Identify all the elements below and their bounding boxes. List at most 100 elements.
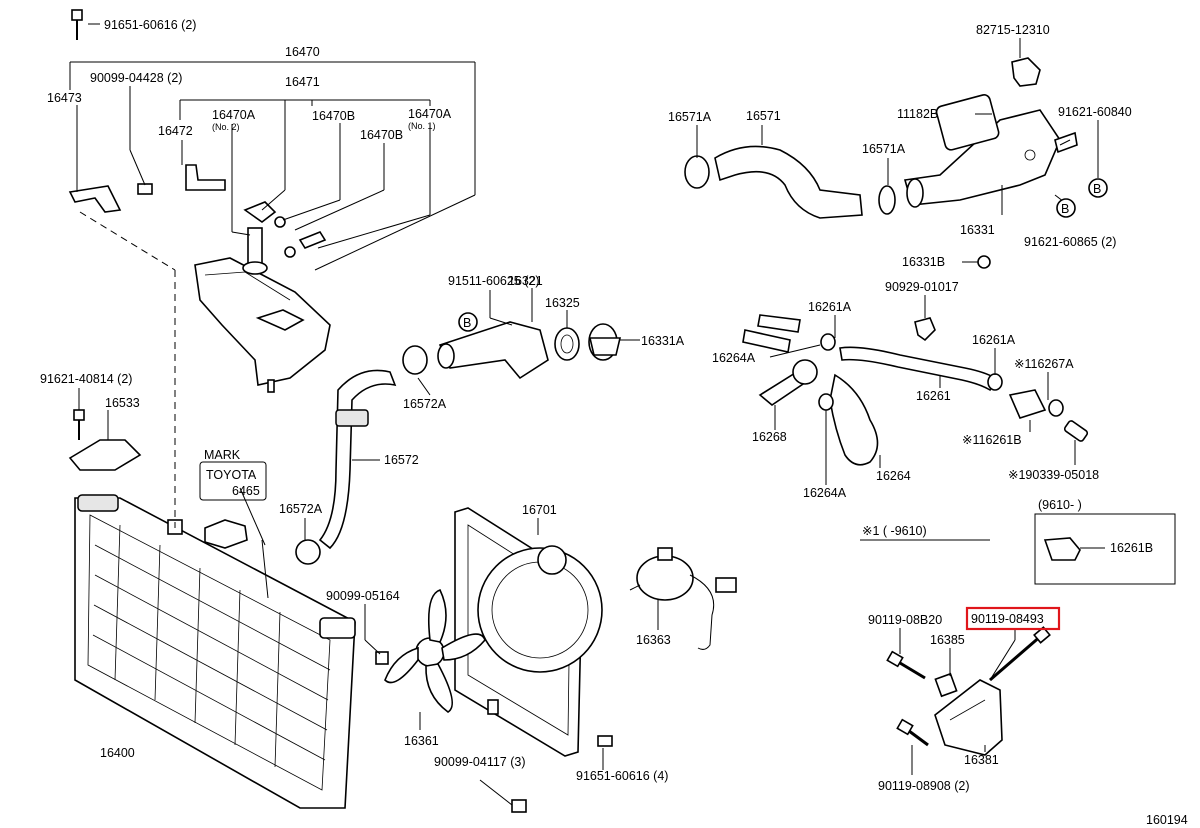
reference-b-markers: B B B — [458, 178, 1108, 332]
label-16321: 16321 — [508, 274, 543, 288]
label-16701: 16701 — [522, 503, 557, 517]
fan-shroud-16701 — [454, 507, 603, 757]
radiator-core — [92, 524, 331, 768]
label-16264: 16264 — [876, 469, 911, 483]
label-16471: 16471 — [285, 75, 320, 89]
label-16261a-right: 16261A — [972, 333, 1016, 347]
label-82715-12310: 82715-12310 — [976, 23, 1050, 37]
label-16470b-2: 16470B — [360, 128, 403, 142]
label-16264a-upper: 16264A — [712, 351, 756, 365]
bolt-90099-04117 — [511, 799, 527, 813]
label-16472: 16472 — [158, 124, 193, 138]
bolt-91651-60616-lower — [597, 735, 613, 747]
label-16572a-upper: 16572A — [403, 397, 447, 411]
label-6465: 6465 — [232, 484, 260, 498]
part-labels: 91651-60616 (2) 16470 16471 90099-04428 … — [40, 18, 1188, 827]
reservoir-tank-16470 — [194, 227, 331, 393]
label-16470a-no1: 16470A — [408, 107, 452, 121]
ref-b-1: B — [463, 316, 471, 330]
label-toyota: TOYOTA — [206, 468, 257, 482]
label-16572: 16572 — [384, 453, 419, 467]
bolt-90119-08b20 — [886, 650, 926, 680]
label-16261: 16261 — [916, 389, 951, 403]
clamp-90929-01017 — [914, 317, 936, 342]
bolt-90119-08908 — [896, 718, 929, 747]
label-91621-60865: 91621-60865 (2) — [1024, 235, 1116, 249]
label-16261b: 16261B — [1110, 541, 1153, 555]
ref-b-2: B — [1093, 182, 1101, 196]
pipe-16264a — [742, 314, 836, 411]
label-90099-05164: 90099-05164 — [326, 589, 400, 603]
hose-clamp-16572a-upper — [402, 345, 428, 375]
label-16381: 16381 — [964, 753, 999, 767]
label-190339-05018: ※190339-05018 — [1008, 468, 1099, 482]
ref-b-3: B — [1061, 202, 1069, 216]
label-16385: 16385 — [930, 633, 965, 647]
box-label-9610: (9610- ) — [1038, 498, 1082, 512]
label-16571a-left: 16571A — [668, 110, 712, 124]
leader-lines — [69, 23, 1105, 806]
nut-90099-05164 — [375, 651, 389, 665]
label-16533: 16533 — [105, 396, 140, 410]
radiator-16400 — [74, 494, 356, 809]
label-91621-60840: 91621-60840 — [1058, 105, 1132, 119]
hose-16264 — [829, 373, 879, 466]
bracket-16473 — [68, 185, 122, 213]
label-90119-08493: 90119-08493 — [971, 612, 1044, 626]
label-no2: (No. 2) — [212, 122, 240, 132]
hose-16472 — [185, 164, 226, 191]
label-16470b-1: 16470B — [312, 109, 355, 123]
label-no1: (No. 1) — [408, 121, 436, 131]
hose-16571 — [684, 145, 896, 219]
label-116267a: ※116267A — [1014, 357, 1074, 371]
label-90119-08b20: 90119-08B20 — [868, 613, 942, 627]
fan-16361 — [384, 589, 486, 713]
cap-16470a — [243, 201, 277, 223]
label-16363: 16363 — [636, 633, 671, 647]
bracket-82715-12310 — [1011, 57, 1041, 87]
label-16264a-lower: 16264A — [803, 486, 847, 500]
label-16325: 16325 — [545, 296, 580, 310]
hose-16572 — [318, 369, 397, 550]
bolt-16331b — [977, 255, 991, 269]
label-16361: 16361 — [404, 734, 439, 748]
bolt-91651-60616-top — [71, 9, 83, 40]
thermostat-16331a — [588, 323, 622, 361]
support-16533 — [68, 439, 142, 471]
gasket-16325 — [554, 327, 580, 361]
label-16268: 16268 — [752, 430, 787, 444]
union-116261b — [1008, 389, 1089, 442]
clamp-16261a-right — [987, 373, 1003, 391]
label-90099-04428: 90099-04428 (2) — [90, 71, 182, 85]
label-16331: 16331 — [960, 223, 995, 237]
label-90099-04117: 90099-04117 (3) — [434, 755, 526, 769]
hose-16261 — [839, 346, 997, 392]
label-16571a-right: 16571A — [862, 142, 906, 156]
label-16571: 16571 — [746, 109, 781, 123]
label-16473: 16473 — [47, 91, 82, 105]
label-16331b: 16331B — [902, 255, 945, 269]
label-16331a: 16331A — [641, 334, 685, 348]
label-11182b: 11182B — [897, 107, 938, 121]
note-1-range: ※1 ( -9610) — [862, 524, 927, 538]
hose-clamp-16572a-lower — [295, 539, 321, 565]
bolt-91621-40814 — [73, 409, 85, 440]
bracket-16381 — [934, 679, 1003, 756]
box-16261b — [1034, 513, 1176, 585]
label-16572a-lower: 16572A — [279, 502, 323, 516]
label-90929-01017: 90929-01017 — [885, 280, 959, 294]
label-16470: 16470 — [285, 45, 320, 59]
toyota-mark-callout: MARK TOYOTA 6465 — [199, 448, 267, 501]
bolt-90119-08493 — [989, 626, 1051, 682]
bolt-90099-04428 — [137, 183, 153, 195]
label-16470a-no2: 16470A — [212, 108, 256, 122]
fan-motor-16363 — [629, 547, 737, 650]
highlight-box-90119-08493 — [965, 606, 1061, 631]
spacer-16385 — [934, 672, 958, 698]
label-91621-40814: 91621-40814 (2) — [40, 372, 132, 386]
label-91651-60616-lower: 91651-60616 (4) — [576, 769, 668, 783]
label-91511-60625: 91511-60625 (2) — [448, 274, 540, 288]
water-outlet-16321 — [437, 321, 549, 380]
diagram-id: 160194 — [1146, 813, 1188, 827]
water-inlet-16331 — [903, 94, 1078, 208]
